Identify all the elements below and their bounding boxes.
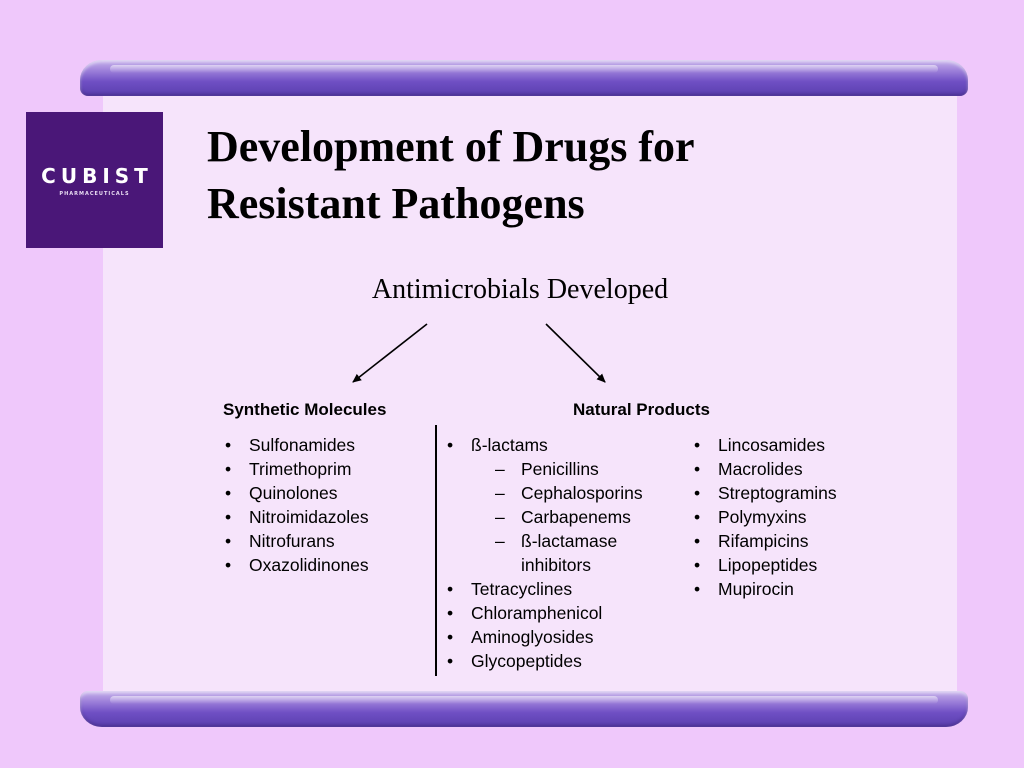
synthetic-list: •Sulfonamides •Trimethoprim •Quinolones …	[223, 433, 369, 577]
title-line-2: Resistant Pathogens	[207, 179, 585, 228]
decorative-bottom-bar	[80, 691, 968, 727]
list-item: •ß-lactams	[447, 435, 548, 455]
sub-list-item-continuation: inhibitors	[521, 555, 592, 575]
natural-heading: Natural Products	[573, 400, 710, 419]
list-item: •Nitrofurans	[225, 531, 335, 551]
list-item: •Streptogramins	[694, 483, 837, 503]
natural-list-2: •Lincosamides •Macrolides •Streptogramin…	[692, 433, 837, 601]
sub-list-item: –ß-lactamase	[495, 531, 618, 551]
list-item: •Nitroimidazoles	[225, 507, 369, 527]
list-item: •Quinolones	[225, 483, 338, 503]
list-item: •Polymyxins	[694, 507, 807, 527]
slide-title: Development of Drugs for Resistant Patho…	[207, 118, 927, 232]
list-item: •Rifampicins	[694, 531, 809, 551]
list-item: •Trimethoprim	[225, 459, 352, 479]
sub-list-item: –Cephalosporins	[495, 483, 643, 503]
list-item: •Mupirocin	[694, 579, 794, 599]
list-item: •Oxazolidinones	[225, 555, 369, 575]
list-item: •Lincosamides	[694, 435, 825, 455]
slide-panel	[103, 93, 957, 695]
synthetic-heading: Synthetic Molecules	[223, 400, 387, 419]
natural-list-1: •ß-lactams –Penicillins –Cephalosporins …	[445, 433, 643, 673]
list-item: •Chloramphenicol	[447, 603, 603, 623]
list-item: •Macrolides	[694, 459, 803, 479]
arrow-right	[545, 323, 606, 383]
list-item: •Aminoglyosides	[447, 627, 594, 647]
sub-list-item: –Penicillins	[495, 459, 599, 479]
arrow-left	[352, 323, 428, 383]
list-item: •Tetracyclines	[447, 579, 573, 599]
decorative-top-bar	[80, 60, 968, 96]
sub-list-item: –Carbapenems	[495, 507, 631, 527]
list-item: •Lipopeptides	[694, 555, 818, 575]
list-item: •Glycopeptides	[447, 651, 582, 671]
logo-name: CUBIST	[41, 163, 153, 188]
logo-tagline: PHARMACEUTICALS	[59, 190, 130, 197]
slide-subtitle: Antimicrobials Developed	[371, 274, 669, 305]
column-divider	[435, 425, 437, 676]
company-logo: CUBIST PHARMACEUTICALS	[26, 112, 163, 248]
title-line-1: Development of Drugs for	[207, 122, 695, 171]
list-item: •Sulfonamides	[225, 435, 356, 455]
